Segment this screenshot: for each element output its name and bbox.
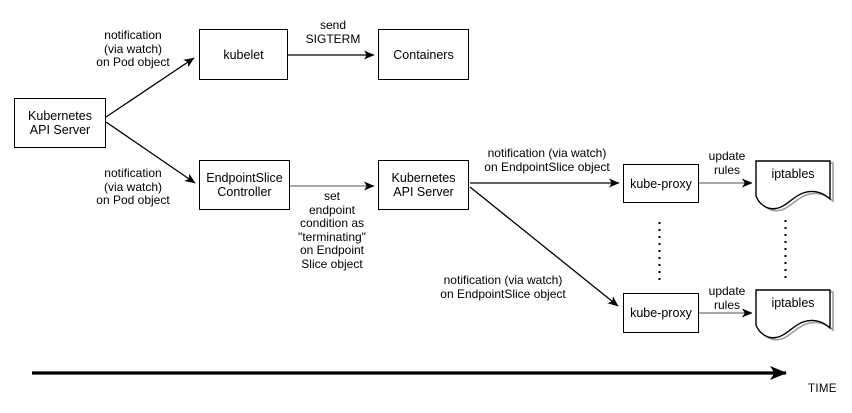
node-kubernetes-api-server-mid: Kubernetes API Server — [378, 160, 469, 210]
node-label: Kubernetes API Server — [391, 171, 456, 199]
node-endpointslice-controller: EndpointSlice Controller — [199, 160, 290, 210]
time-axis-label: TIME — [808, 383, 837, 395]
node-label: Kubernetes API Server — [28, 109, 92, 137]
edge-label-notification-pod-bottom: notification (via watch) on Pod object — [96, 166, 170, 207]
node-label: kubelet — [223, 47, 264, 62]
edge-label-notification-pod-top: notification (via watch) on Pod object — [96, 28, 170, 69]
node-kube-proxy-top: kube-proxy — [623, 164, 699, 203]
arrow-apiserver-to-kubeproxy-bottom — [469, 186, 619, 307]
document-shape-icon — [755, 160, 834, 212]
node-iptables-top: iptables — [755, 160, 836, 216]
arrow-apiserver-to-endpointslice-controller — [105, 121, 196, 184]
node-label: kube-proxy — [630, 306, 692, 320]
edge-label-send-sigterm: send SIGTERM — [305, 18, 361, 46]
edge-label-update-rules-top: update rules — [708, 149, 746, 177]
node-label: iptables — [771, 296, 815, 310]
node-label: Containers — [393, 47, 454, 62]
node-label: EndpointSlice Controller — [206, 171, 283, 199]
node-kubelet: kubelet — [199, 29, 288, 80]
node-containers: Containers — [378, 29, 469, 80]
node-kubernetes-api-server-left: Kubernetes API Server — [14, 98, 106, 148]
node-kube-proxy-bottom: kube-proxy — [623, 293, 699, 333]
arrow-apiserver-to-kubelet — [105, 57, 195, 118]
node-label: iptables — [771, 167, 815, 181]
edge-label-set-endpoint-condition: set endpoint condition as "terminating" … — [298, 189, 366, 271]
edge-label-notification-endpointslice-top: notification (via watch) on EndpointSlic… — [484, 146, 610, 174]
edge-label-notification-endpointslice-bottom: notification (via watch) on EndpointSlic… — [440, 273, 566, 301]
node-label: kube-proxy — [630, 176, 692, 191]
edge-label-update-rules-bottom: update rules — [708, 284, 746, 312]
node-iptables-bottom: iptables — [755, 289, 836, 345]
document-shape-icon — [755, 289, 834, 341]
